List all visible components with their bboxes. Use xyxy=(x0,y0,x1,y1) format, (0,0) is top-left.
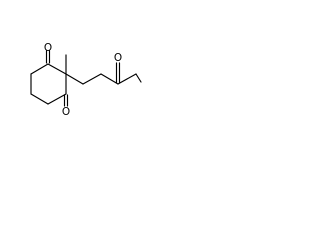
chain-bond xyxy=(117,73,137,85)
ring-bond xyxy=(30,93,49,105)
oxygen-label-bottom: O xyxy=(62,106,70,118)
chain-bond xyxy=(135,73,142,83)
oxygen-label-top: O xyxy=(44,42,52,54)
ring-bond xyxy=(47,93,67,105)
chain-bond xyxy=(65,73,84,85)
skeletal-formula: O O O xyxy=(30,42,142,118)
chain-bond xyxy=(100,73,119,85)
oxygen-label-chain: O xyxy=(114,52,122,64)
ring-bond xyxy=(47,63,67,75)
chain-bond xyxy=(82,73,102,85)
ring-bond xyxy=(30,63,49,75)
